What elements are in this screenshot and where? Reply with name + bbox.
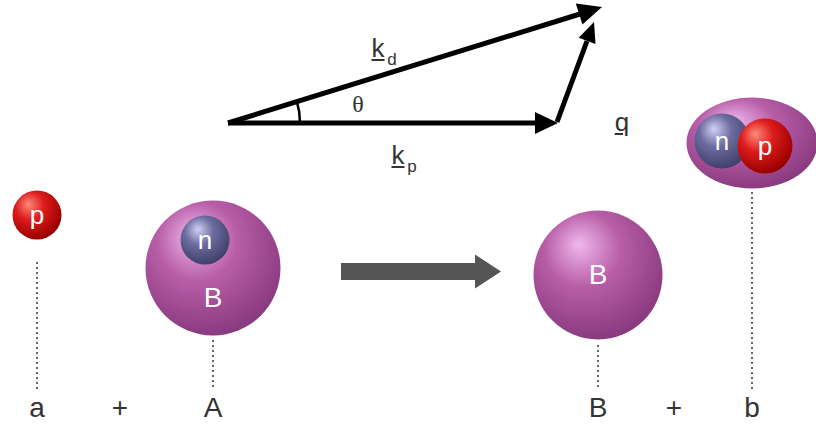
target-nucleus-fill <box>146 201 281 336</box>
residual-nucleus-fill <box>534 211 663 340</box>
deuteron-ellipse: np <box>686 97 816 189</box>
arrowhead <box>475 255 501 289</box>
arrow-shaft <box>341 263 477 280</box>
leader-line <box>751 192 753 390</box>
proton-ball-fill <box>13 191 62 240</box>
k-p-vector <box>228 112 558 134</box>
particle-symbol: p <box>758 133 772 159</box>
particle-symbol: B <box>589 261 608 289</box>
neutron-ball: n <box>180 215 230 265</box>
plus-sign: + <box>112 394 128 422</box>
leader-lines <box>37 192 752 390</box>
particle-symbol: p <box>30 202 44 228</box>
q-vector <box>557 22 596 122</box>
reaction-arrow <box>341 255 501 289</box>
vector-symbol: k <box>392 142 405 168</box>
leader-line <box>36 262 38 390</box>
vector-symbol: k <box>372 35 385 61</box>
vector-shaft <box>557 41 587 122</box>
vector-shaft <box>228 121 537 126</box>
leader-line <box>597 345 599 390</box>
proton-ball: p <box>12 190 62 240</box>
angle-arc <box>297 102 300 123</box>
particle-symbol: n <box>198 227 212 253</box>
plus-sign: + <box>666 394 682 422</box>
k-d-vector <box>228 4 602 123</box>
particle-label: b <box>744 394 760 422</box>
neutron-ball-fill <box>181 216 230 265</box>
vector-symbol: q <box>615 109 629 135</box>
particle-label: a <box>29 394 45 422</box>
proton-ball: p <box>737 118 793 174</box>
angle-symbol: θ <box>352 92 364 116</box>
particle-label: B <box>589 394 608 422</box>
proton-ball-fill <box>738 119 793 174</box>
arrowhead <box>535 112 558 134</box>
arrowhead <box>579 22 596 44</box>
vector-shaft <box>228 14 580 123</box>
leader-line <box>212 340 214 390</box>
target-nucleus: Bn <box>145 200 281 336</box>
particle-symbol: B <box>204 284 223 312</box>
deuteron-ellipse-fill <box>687 98 816 189</box>
vector-subscript: d <box>387 51 396 68</box>
particle-symbol: n <box>715 128 729 154</box>
particle-label: A <box>204 394 223 422</box>
residual-nucleus: B <box>533 210 663 340</box>
vector-subscript: p <box>407 158 416 175</box>
arrowhead <box>576 4 602 25</box>
